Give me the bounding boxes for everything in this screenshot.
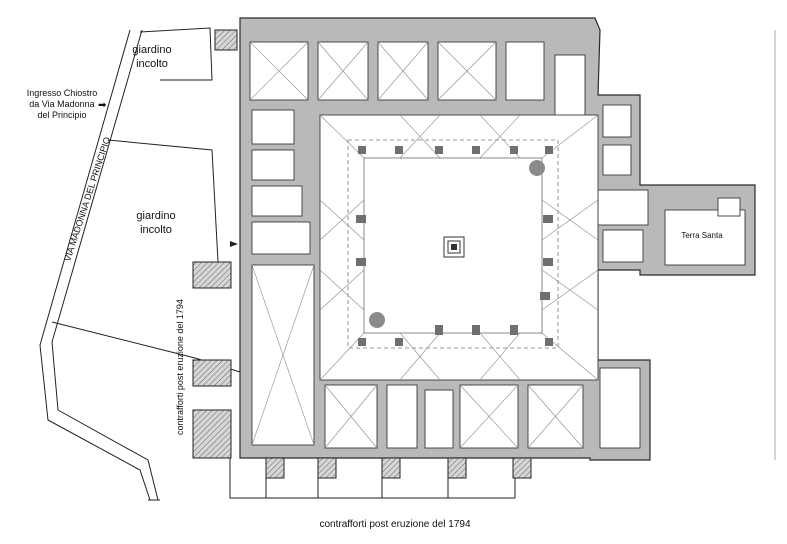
label-terra-santa: Terra Santa: [681, 231, 723, 240]
walk-inner-dashline: [347, 139, 559, 349]
room-north-corner: [554, 54, 586, 118]
room-north-5: [505, 41, 545, 101]
room-south-2: [386, 384, 418, 449]
entrance-arrow-icon: ➡: [98, 100, 107, 111]
room-west-1: [251, 109, 295, 145]
room-stair: [599, 367, 641, 449]
courtyard-piers: [356, 146, 553, 346]
label-giardino-mid-1: giardino: [136, 210, 175, 222]
room-terra-santa: [664, 209, 746, 266]
site-boundary-lines: [39, 27, 241, 501]
label-giardino-top-2: incolto: [136, 58, 168, 70]
marker-dot-ne: [529, 160, 545, 176]
label-giardino-top-1: giardino: [132, 44, 171, 56]
room-east-4: [602, 229, 644, 263]
label-entrance-2: da Via Madonna: [29, 99, 94, 109]
room-east-1: [602, 104, 632, 138]
label-street: VIA MADONNA DEL PRINCIPIO: [62, 136, 112, 263]
label-entrance-1: Ingresso Chiostro: [27, 88, 98, 98]
entrance-marker-icon: [230, 241, 238, 247]
label-giardino-mid-2: incolto: [140, 224, 172, 236]
buttresses-south: [265, 457, 532, 479]
room-east-3: [597, 189, 649, 226]
label-contrafforti-vertical: contrafforti post eruzione del 1794: [175, 299, 185, 435]
label-contrafforti-bottom: contrafforti post eruzione del 1794: [319, 519, 470, 530]
central-well: [443, 236, 465, 258]
buttress-dimension-lines: [229, 458, 516, 499]
buttresses-west: [192, 261, 232, 459]
room-west-entrance-hall: [251, 221, 311, 255]
room-south-3: [424, 389, 454, 449]
room-west-2: [251, 149, 295, 181]
room-east-2: [602, 144, 632, 176]
room-terra-santa-cell: [717, 197, 741, 217]
cloister-building: [239, 17, 756, 461]
room-west-3: [251, 185, 303, 217]
label-entrance-3: del Principio: [37, 110, 86, 120]
marker-dot-sw: [369, 312, 385, 328]
buttress-north-corner: [214, 29, 238, 51]
